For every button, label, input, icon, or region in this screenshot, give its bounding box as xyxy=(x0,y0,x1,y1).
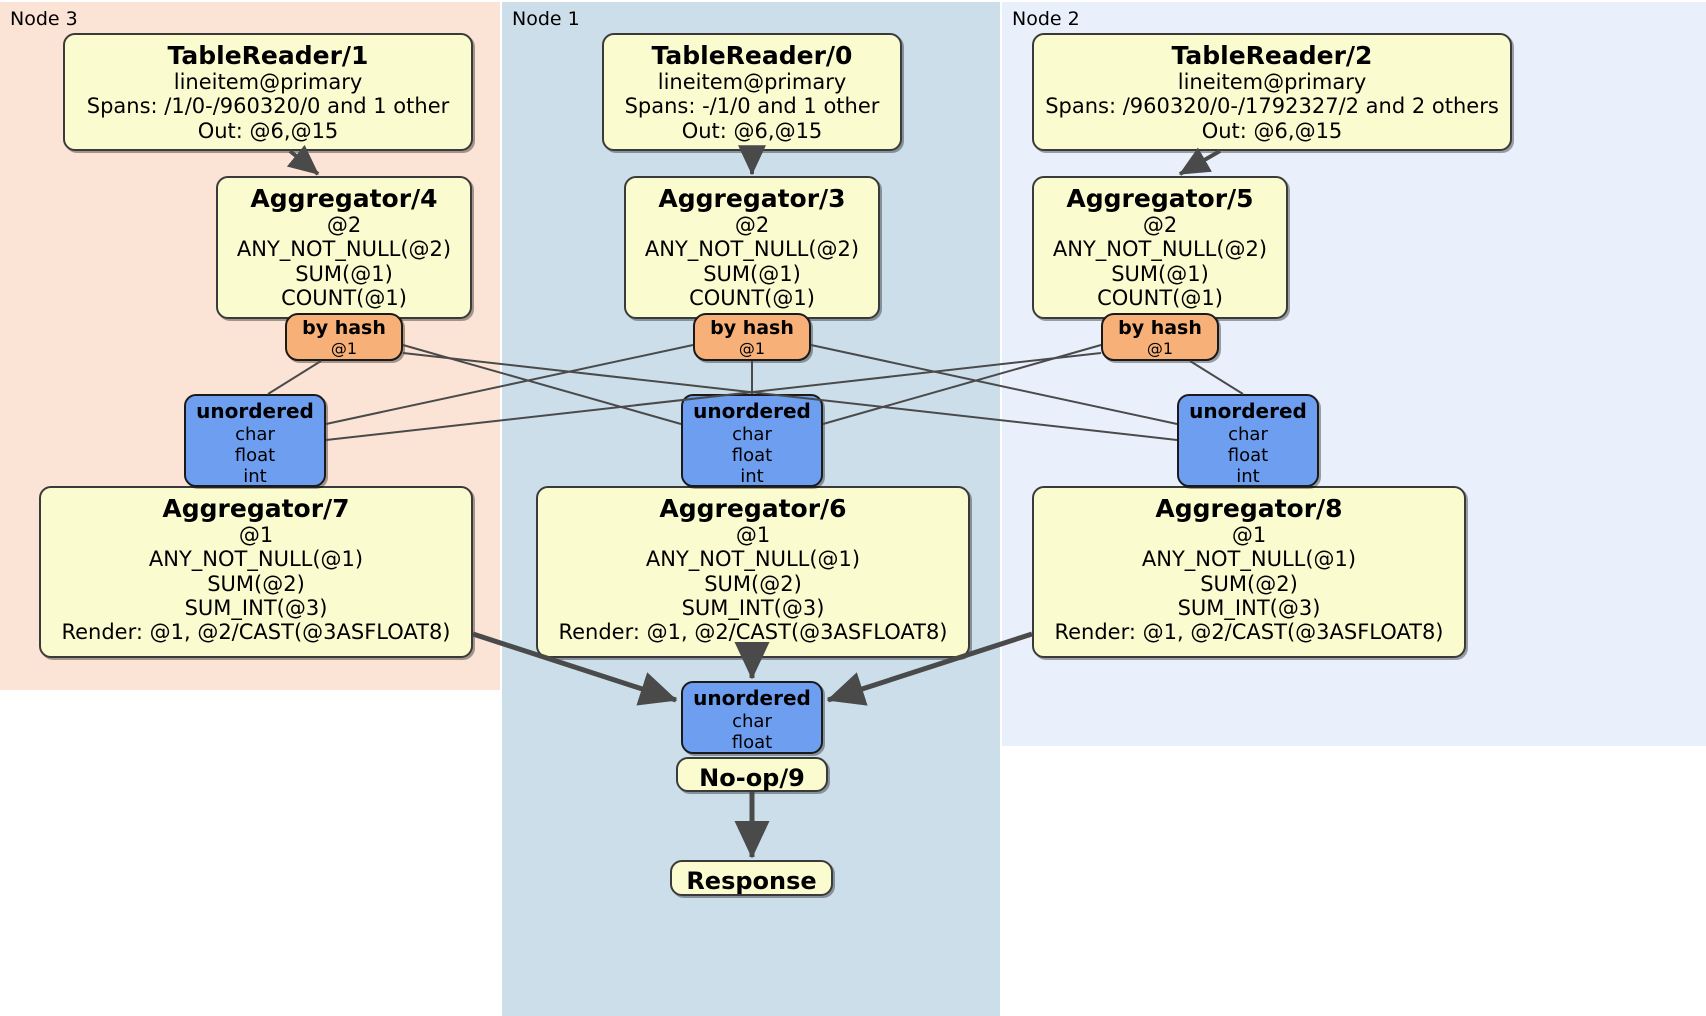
aggregator-agg8-line: Render: @1, @2/CAST(@3ASFLOAT8) xyxy=(1054,620,1444,645)
synchronizer-sync7-line: float xyxy=(234,444,276,466)
aggregator-agg8-line: ANY_NOT_NULL(@1) xyxy=(1141,547,1357,572)
aggregator-agg8-line: @1 xyxy=(1231,523,1267,547)
response-node-title: Response xyxy=(686,867,817,895)
router-hash3[interactable]: by hash@1 xyxy=(693,313,811,361)
node-panel-label: Node 2 xyxy=(1012,8,1080,30)
synchronizer-sync6-title: unordered xyxy=(693,399,811,423)
aggregator-agg4-line: SUM(@1) xyxy=(295,261,393,286)
router-hash5-line: @1 xyxy=(1146,338,1174,358)
aggregator-agg6-line: SUM(@2) xyxy=(704,571,802,596)
synchronizer-sync8-title: unordered xyxy=(1189,399,1307,423)
aggregator-agg5-line: @2 xyxy=(1142,213,1178,237)
table-reader-tr1-line: lineitem@primary xyxy=(173,70,363,94)
aggregator-agg4-line: ANY_NOT_NULL(@2) xyxy=(236,237,452,262)
aggregator-agg6-line: SUM_INT(@3) xyxy=(681,596,825,621)
aggregator-agg3-line: ANY_NOT_NULL(@2) xyxy=(644,237,860,262)
synchronizer-sync8-line: char xyxy=(1228,423,1268,445)
aggregator-agg5-line: COUNT(@1) xyxy=(1097,286,1223,311)
synchronizer-sync7-line: char xyxy=(235,423,275,445)
synchronizer-sync7-line: int xyxy=(243,466,267,488)
node-panel-label: Node 3 xyxy=(10,8,78,30)
aggregator-agg3-line: @2 xyxy=(734,213,770,237)
aggregator-agg8-line: SUM(@2) xyxy=(1200,571,1298,596)
router-hash5[interactable]: by hash@1 xyxy=(1101,313,1219,361)
aggregator-agg6-line: @1 xyxy=(735,523,771,547)
table-reader-tr0-title: TableReader/0 xyxy=(651,41,853,70)
synchronizer-sync6-line: int xyxy=(740,466,764,488)
table-reader-tr1-line: Spans: /1/0-/960320/0 and 1 other xyxy=(86,94,450,119)
synchronizer-sync6-line: float xyxy=(731,444,773,466)
aggregator-agg5-line: ANY_NOT_NULL(@2) xyxy=(1052,237,1268,262)
aggregator-agg3-title: Aggregator/3 xyxy=(658,184,846,213)
aggregator-agg8-title: Aggregator/8 xyxy=(1155,494,1343,523)
synchronizer-final-line: char xyxy=(732,710,772,732)
node-panel-label: Node 1 xyxy=(512,8,580,30)
router-hash4-title: by hash xyxy=(302,317,386,339)
router-hash3-title: by hash xyxy=(710,317,794,339)
aggregator-agg7-line: SUM(@2) xyxy=(207,571,305,596)
aggregator-agg7-line: Render: @1, @2/CAST(@3ASFLOAT8) xyxy=(61,620,451,645)
aggregator-agg8-line: SUM_INT(@3) xyxy=(1177,596,1321,621)
router-hash5-title: by hash xyxy=(1118,317,1202,339)
table-reader-tr2-title: TableReader/2 xyxy=(1171,41,1373,70)
aggregator-agg6-line: Render: @1, @2/CAST(@3ASFLOAT8) xyxy=(558,620,948,645)
synchronizer-sync8-line: int xyxy=(1236,466,1260,488)
aggregator-agg6-line: ANY_NOT_NULL(@1) xyxy=(645,547,861,572)
aggregator-agg7-line: @1 xyxy=(238,523,274,547)
router-hash4-line: @1 xyxy=(330,338,358,358)
aggregator-agg3-line: SUM(@1) xyxy=(703,261,801,286)
router-hash4[interactable]: by hash@1 xyxy=(285,313,403,361)
aggregator-agg5-title: Aggregator/5 xyxy=(1066,184,1254,213)
aggregator-agg3-line: COUNT(@1) xyxy=(689,286,815,311)
aggregator-agg4-title: Aggregator/4 xyxy=(250,184,438,213)
aggregator-agg4-line: @2 xyxy=(326,213,362,237)
router-hash3-line: @1 xyxy=(738,338,766,358)
table-reader-tr0-line: Out: @6,@15 xyxy=(681,118,823,143)
aggregator-agg7-line: SUM_INT(@3) xyxy=(184,596,328,621)
noop-node[interactable]: No-op/9 xyxy=(676,757,828,792)
noop-node-title: No-op/9 xyxy=(699,764,805,792)
table-reader-tr1-line: Out: @6,@15 xyxy=(197,118,339,143)
aggregator-agg7-title: Aggregator/7 xyxy=(162,494,350,523)
synchronizer-sync8-line: float xyxy=(1227,444,1269,466)
synchronizer-sync7-title: unordered xyxy=(196,399,314,423)
table-reader-tr0-line: lineitem@primary xyxy=(657,70,847,94)
aggregator-agg5-line: SUM(@1) xyxy=(1111,261,1209,286)
response-node[interactable]: Response xyxy=(670,860,833,896)
synchronizer-final-title: unordered xyxy=(693,686,811,710)
table-reader-tr2-line: lineitem@primary xyxy=(1177,70,1367,94)
aggregator-agg6-title: Aggregator/6 xyxy=(659,494,847,523)
table-reader-tr2-line: Spans: /960320/0-/1792327/2 and 2 others xyxy=(1045,94,1499,119)
aggregator-agg7-line: ANY_NOT_NULL(@1) xyxy=(148,547,364,572)
table-reader-tr0-line: Spans: -/1/0 and 1 other xyxy=(624,94,880,119)
table-reader-tr2-line: Out: @6,@15 xyxy=(1201,118,1343,143)
aggregator-agg4-line: COUNT(@1) xyxy=(281,286,407,311)
synchronizer-sync6-line: char xyxy=(732,423,772,445)
synchronizer-final-line: float xyxy=(731,731,773,753)
table-reader-tr1-title: TableReader/1 xyxy=(167,41,369,70)
